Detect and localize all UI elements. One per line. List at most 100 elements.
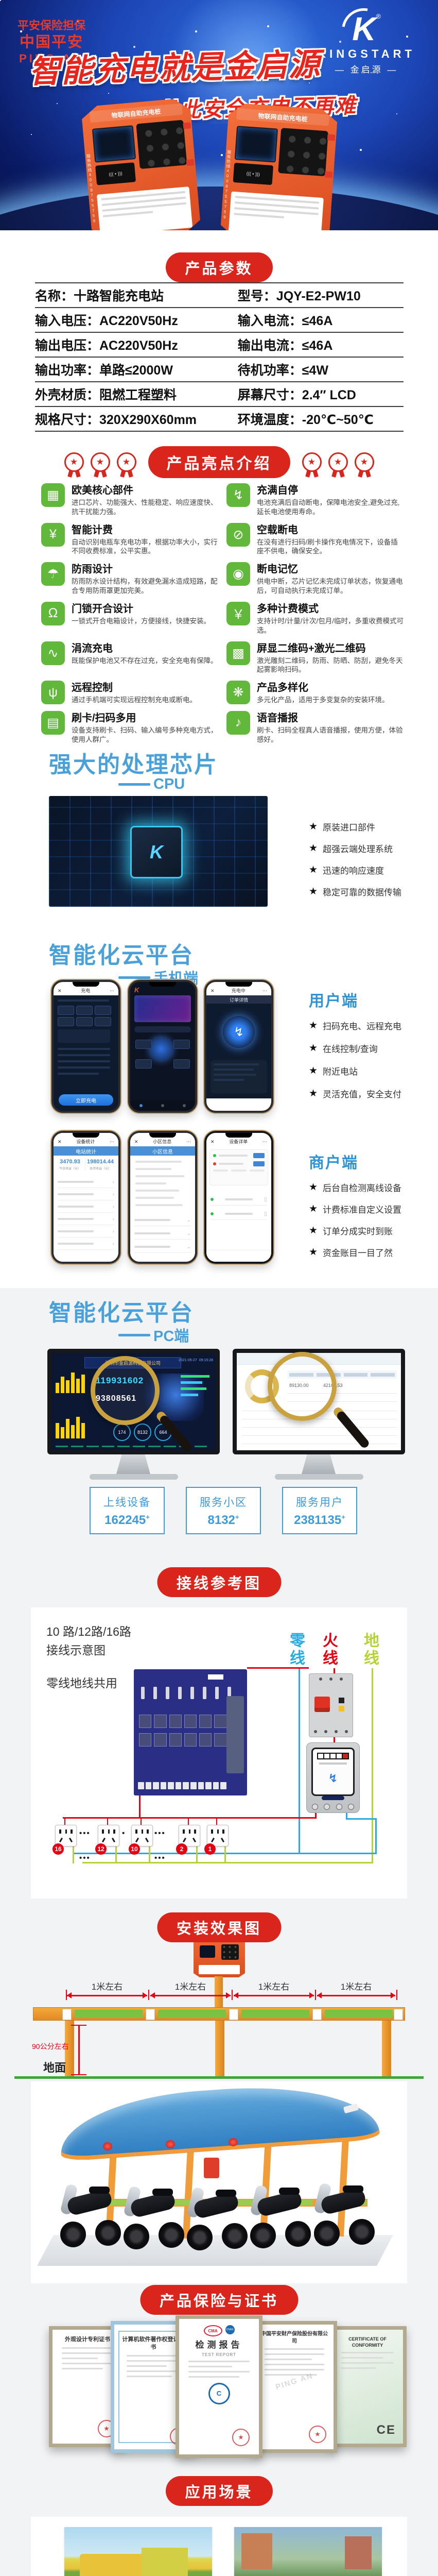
beam-green-panel (75, 2010, 143, 2018)
dimension-arrow (67, 1992, 147, 1998)
scooter-seat (279, 2188, 300, 2195)
scooter-wheel (159, 2222, 184, 2248)
screen-line (58, 1073, 99, 1075)
meter-counter (317, 1753, 349, 1759)
cpu-section-subtitle: CPU (118, 776, 185, 793)
breaker-indicator (339, 1706, 344, 1711)
duration-button (76, 1017, 93, 1026)
bar (71, 1372, 75, 1393)
feature-item: ▤刷卡/扫码多用设备支持刷卡、扫码、输入编号多种充电方式，使用人群广。 (41, 709, 226, 744)
wall-charger (204, 2158, 219, 2178)
meter-led (322, 1796, 344, 1800)
scan-charge-button (150, 1038, 172, 1060)
magnifier-icon (268, 1352, 337, 1421)
wire-bus-earth (82, 1862, 373, 1863)
earth-wire-label: 地线 (361, 1632, 378, 1667)
feature-title: 充满自停 (257, 485, 298, 496)
wire-segment-neutral (299, 1668, 300, 1854)
device-status-card (209, 1149, 268, 1185)
certificate-title: CERTIFICATE OF CONFORMITY (348, 2336, 387, 2348)
text-line (213, 1170, 229, 1172)
pin (111, 1837, 116, 1843)
feature-title: 空载断电 (257, 524, 298, 536)
tab-dot (161, 1104, 164, 1107)
certificate-insurance: 中国平安财产保险股份有限公司 PING AN ★ (252, 2321, 337, 2453)
bar-chart (56, 1369, 87, 1393)
order-detail-bar: 订单详情 (206, 995, 271, 1004)
cnas-logo: CNAS (225, 2325, 235, 2334)
socket (179, 1825, 200, 1846)
beam-socket (394, 2009, 403, 2020)
duration-button (58, 1017, 74, 1026)
today-revenue: 3470.93 今日收益（元） (57, 1159, 83, 1171)
wiring-caption-1: 10 路/12路/16路 (46, 1625, 131, 1638)
phone-notch (73, 1133, 99, 1138)
relay (214, 1733, 227, 1747)
beam-socket (62, 2009, 72, 2020)
device-mount-pole (215, 1976, 223, 2008)
revenue-value: 198014.44 (87, 1159, 114, 1165)
param-cell: 输入电压：AC220V50Hz (35, 314, 178, 328)
phone-mockup-home: K (128, 980, 197, 1113)
star-icon: ★ (309, 843, 318, 854)
device-sticker (183, 122, 191, 129)
stat-value: 8132+ (207, 1513, 239, 1527)
close-icon: ✕ (58, 1139, 62, 1144)
certificate-ce: CERTIFICATE OF CONFORMITY CE (328, 2326, 407, 2447)
trash-icon: ▯ (264, 1211, 267, 1217)
app-banner (134, 995, 191, 1022)
cpu-section-title: 强大的处理芯片 (49, 752, 218, 777)
section-pill-scenes: 应用场景 (165, 2476, 273, 2506)
network-icon: ❋ (226, 681, 250, 705)
feature-desc: 在没有进行扫码/刷卡操作充电情况下，设备插座不供电，确保安全。 (257, 538, 398, 555)
app-tile (135, 1059, 152, 1069)
cma-logo: CMA (203, 2325, 222, 2336)
breaker-indicator (339, 1698, 344, 1703)
monitor-base (90, 1474, 178, 1480)
terminal (190, 1782, 197, 1789)
stat-value: 2381135+ (294, 1513, 345, 1527)
chevron-down-icon: ⌄ (186, 1230, 191, 1236)
socket-number-badge: 16 (52, 1843, 64, 1855)
phone-mockup-charge: ✕充电⋯ 立即充电 (51, 980, 120, 1113)
wire-drop (107, 1817, 108, 1825)
ground-line (14, 2076, 424, 2079)
feature-title: 屏显二维码+激光二维码 (257, 642, 366, 654)
feature-desc: 自动识别电瓶车充电功率，根据功率大小，实行不同收费标准，公平实惠。 (72, 538, 218, 555)
duration-button (58, 1006, 74, 1015)
text-line (135, 1204, 183, 1206)
socket (55, 1825, 77, 1846)
feature-desc: 一锁式开合电箱设计，方便接线，快捷安装。 (72, 617, 211, 625)
phone-home-bar (206, 1098, 271, 1111)
star-icon: ★ (309, 1020, 318, 1031)
pin (147, 1829, 149, 1834)
chevron-right-icon: › (112, 1179, 114, 1185)
device-keypad (278, 128, 328, 176)
text-line (135, 1161, 182, 1163)
text-line (188, 2365, 232, 2367)
scooter (122, 2172, 184, 2249)
certificate-title: 外观设计专利证书 (65, 2336, 110, 2343)
dash-line (118, 1333, 150, 1336)
online-dot (211, 1212, 214, 1215)
sub-header: 电站统计 (54, 1146, 118, 1156)
digit-cell (343, 1754, 348, 1758)
community-row: ⌄ (134, 1214, 191, 1226)
tab-dot (183, 1104, 186, 1107)
online-dot (211, 1198, 214, 1201)
search-bar (134, 1026, 191, 1032)
dimension-tick (71, 2025, 86, 2026)
hbar (181, 1381, 202, 1384)
terminal-dot (319, 1677, 322, 1681)
terminal-dot (314, 1730, 317, 1733)
trickle-icon: ∿ (41, 641, 65, 665)
merchant-side-heading: 商户端 (309, 1155, 358, 1172)
close-icon: ✕ (134, 1139, 138, 1144)
text-line (127, 2375, 172, 2377)
pin (188, 1829, 190, 1834)
device-keypad (221, 1944, 239, 1960)
terminal-dot (335, 1730, 338, 1733)
text-line (62, 2367, 103, 2369)
cpu-bullet: ★稳定可靠的数据传输 (309, 886, 402, 897)
magnifier-icon (91, 1356, 160, 1425)
